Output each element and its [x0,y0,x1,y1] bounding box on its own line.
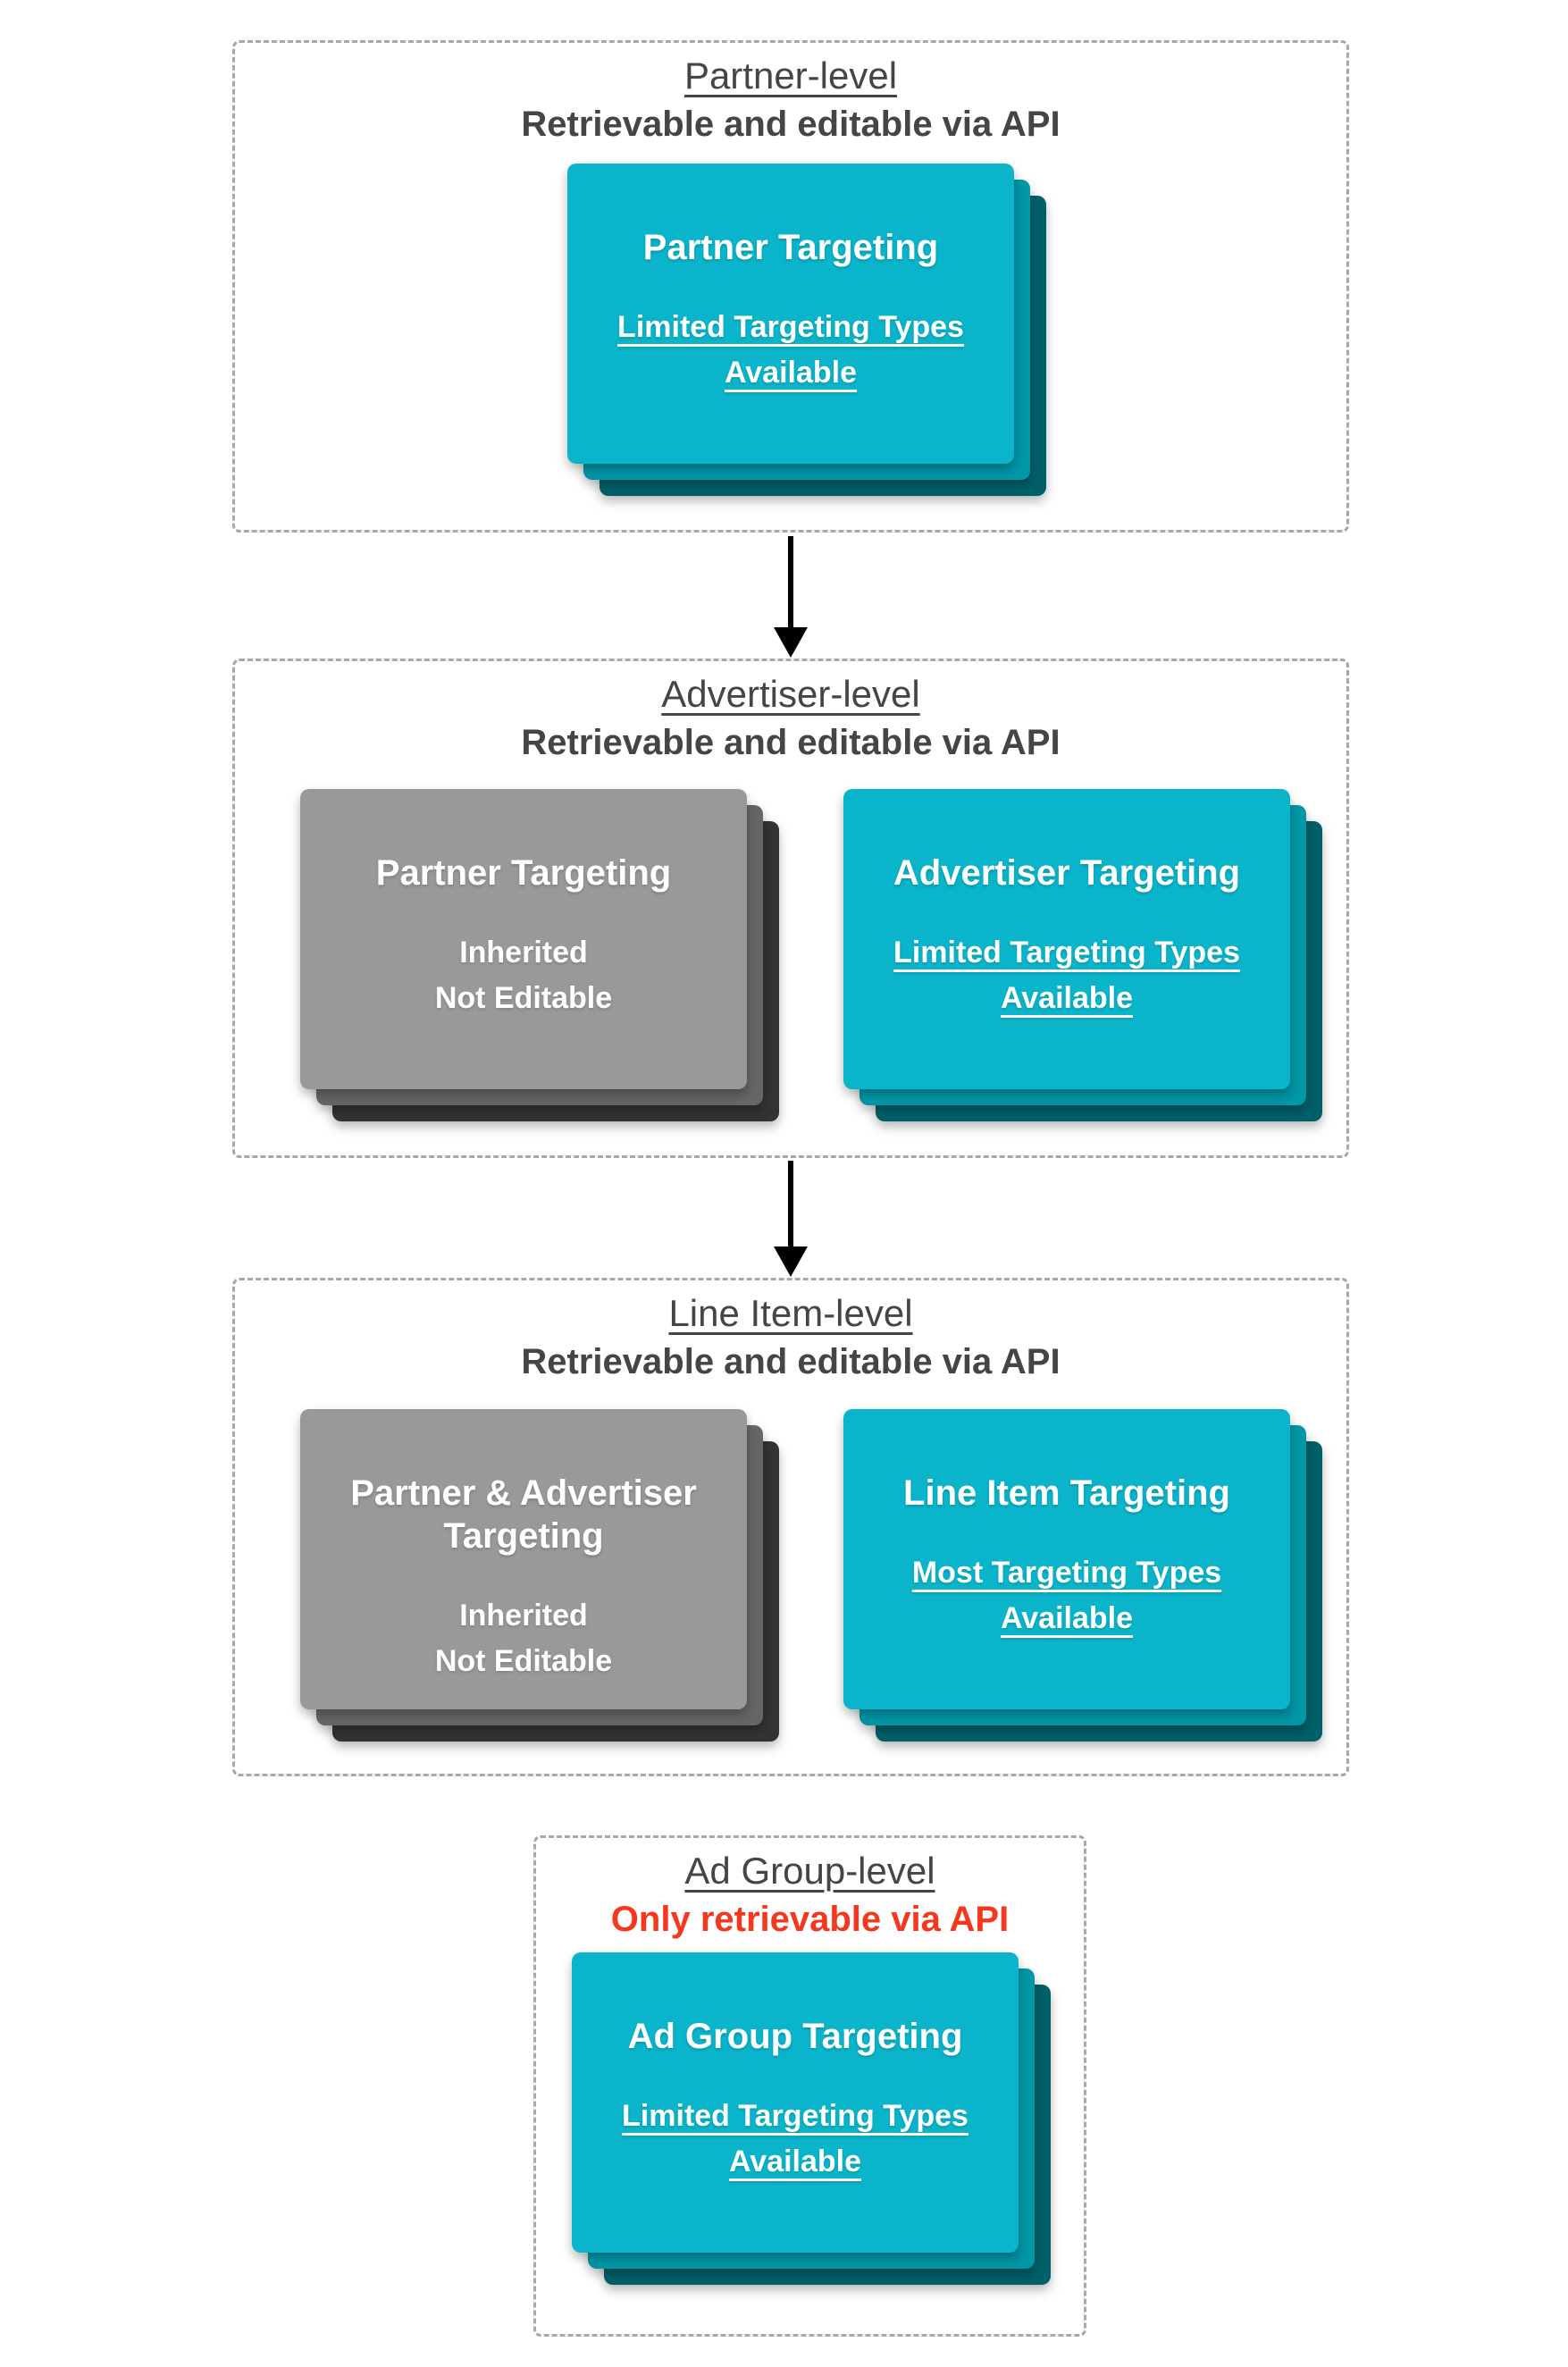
section-subtitle: Retrievable and editable via API [521,1342,1061,1382]
card-subtitle-line: Limited Targeting Types [622,2099,968,2133]
card-subtitle-line: Available [1000,1601,1134,1635]
flow-arrow-down-icon [788,1161,793,1247]
card-title: Partner & Advertiser Targeting [350,1473,697,1556]
card-subtitle: Limited Targeting Types Available [617,305,964,396]
section-advertiser-level: Advertiser-level Retrievable and editabl… [232,659,1349,1158]
card-front: Ad Group Targeting Limited Targeting Typ… [572,1952,1019,2253]
card-subtitle: Inherited Not Editable [435,1593,612,1684]
card-inherited-partner-targeting: Partner Targeting Inherited Not Editable [300,789,779,1121]
section-subtitle: Only retrievable via API [610,1900,1010,1940]
card-subtitle-line: Available [1000,981,1134,1015]
card-subtitle: Most Targeting Types Available [912,1550,1221,1641]
card-subtitle-line: Limited Targeting Types [893,936,1240,969]
card-front: Line Item Targeting Most Targeting Types… [843,1409,1290,1709]
section-title: Ad Group-level [684,1850,935,1892]
card-subtitle-line: Available [724,356,858,390]
card-front: Partner Targeting Inherited Not Editable [300,789,747,1089]
section-ad-group-level: Ad Group-level Only retrievable via API … [533,1835,1086,2337]
card-front: Advertiser Targeting Limited Targeting T… [843,789,1290,1089]
card-title: Partner Targeting [375,853,672,893]
card-subtitle-line: Most Targeting Types [911,1556,1222,1590]
card-title: Partner Targeting [642,228,939,267]
card-advertiser-targeting: Advertiser Targeting Limited Targeting T… [843,789,1322,1121]
card-subtitle: Limited Targeting Types Available [622,2094,968,2185]
card-subtitle: Limited Targeting Types Available [893,930,1240,1021]
card-subtitle-line: Not Editable [434,981,613,1015]
card-subtitle-line: Inherited [459,1599,588,1633]
card-title: Line Item Targeting [903,1473,1230,1513]
flow-arrow-down-icon [788,536,793,628]
section-title: Partner-level [683,55,898,97]
card-front: Partner & Advertiser Targeting Inherited… [300,1409,747,1709]
card-subtitle-line: Not Editable [434,1644,613,1678]
section-subtitle: Retrievable and editable via API [521,723,1061,763]
section-line-item-level: Line Item-level Retrievable and editable… [232,1278,1349,1776]
section-title: Advertiser-level [661,673,920,715]
section-subtitle: Retrievable and editable via API [521,105,1061,145]
section-partner-level: Partner-level Retrievable and editable v… [232,40,1349,533]
card-inherited-partner-advertiser-targeting: Partner & Advertiser Targeting Inherited… [300,1409,779,1742]
card-line-item-targeting: Line Item Targeting Most Targeting Types… [843,1409,1322,1742]
card-subtitle-line: Available [728,2145,862,2178]
card-subtitle-line: Inherited [459,936,588,969]
card-front: Partner Targeting Limited Targeting Type… [567,164,1014,464]
card-subtitle-line: Limited Targeting Types [617,310,964,344]
card-title: Advertiser Targeting [893,853,1241,893]
card-subtitle: Inherited Not Editable [435,930,612,1021]
card-title: Ad Group Targeting [627,2017,963,2056]
card-partner-targeting: Partner Targeting Limited Targeting Type… [567,164,1046,496]
card-ad-group-targeting: Ad Group Targeting Limited Targeting Typ… [572,1952,1051,2285]
section-title: Line Item-level [668,1292,913,1334]
